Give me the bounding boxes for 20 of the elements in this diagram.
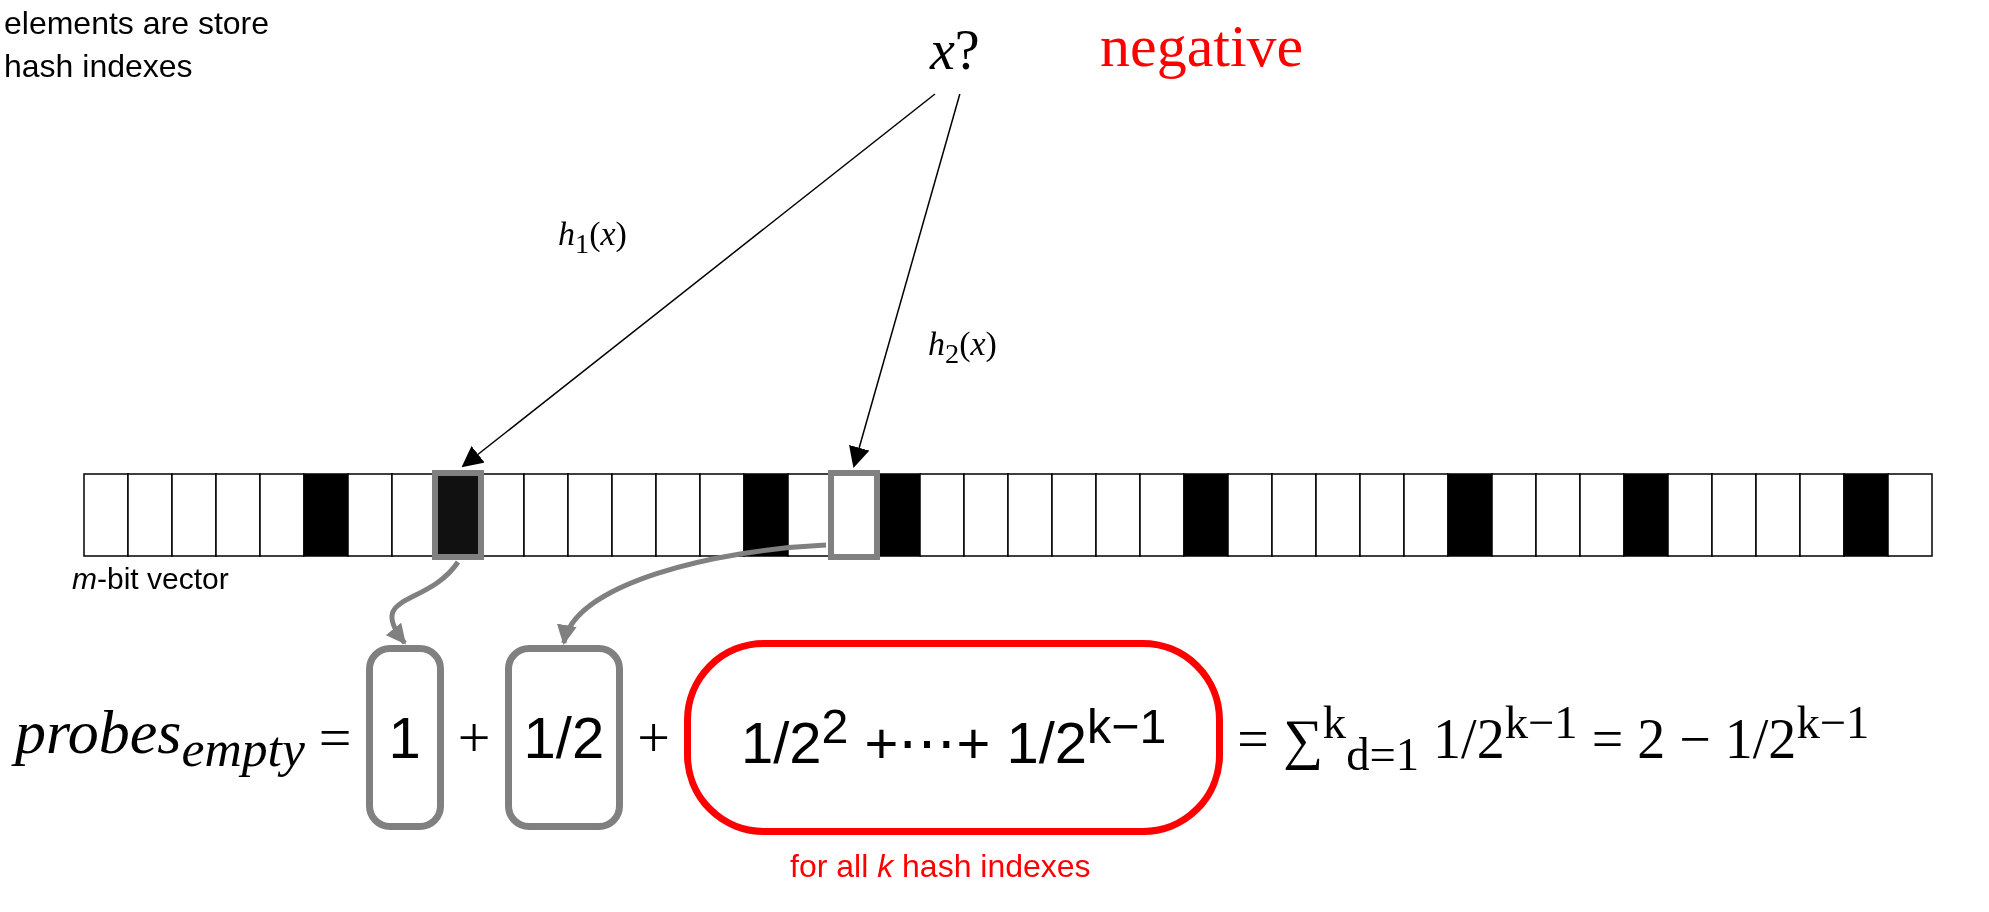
arrow <box>560 542 827 645</box>
term-group-box: 1/2$^{2}$ +⋯+ 1/2$^{k−1}$ <box>683 640 1224 835</box>
formula-text: = ∑$^{k}$$_{d=1}$ 1/2$^{k−1}$ = 2 − 1/2$^{k−1}$ <box>1237 694 1870 781</box>
term-box: 1/2 <box>504 645 624 830</box>
plus-sign: + <box>637 704 670 771</box>
plus-sign: + <box>457 704 491 771</box>
edge-label: h$_{1}$(x) <box>557 215 628 260</box>
query-element: x? <box>930 10 980 90</box>
equals-sign: = <box>318 704 352 771</box>
term-box: 1 <box>365 645 444 830</box>
status-label: negative <box>1100 12 1304 81</box>
arrow <box>386 560 460 645</box>
arrow <box>849 93 961 468</box>
bit-cell <box>828 470 880 560</box>
axis-caption: m-bit vector <box>72 562 229 596</box>
note-text: elements are store hash indexes <box>4 4 270 87</box>
note-text: for all k hash indexes <box>790 848 1091 885</box>
arrow <box>461 93 936 468</box>
bit-cell <box>432 470 484 560</box>
edge-label: h$_{2}$(x) <box>927 325 998 370</box>
